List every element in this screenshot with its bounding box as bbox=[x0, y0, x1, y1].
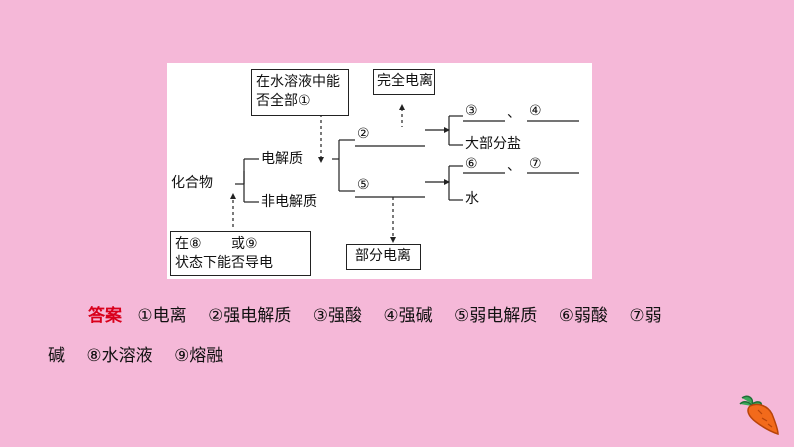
bottom-box-blank8: 在⑧ bbox=[175, 236, 202, 252]
bottom-box-line2: 状态下能否导电 bbox=[175, 255, 273, 271]
ionization-question-box bbox=[251, 69, 349, 116]
answer-item-4: ④强碱 bbox=[383, 306, 433, 326]
carrot-icon bbox=[734, 392, 782, 442]
complete-ionization-label: 完全电离 bbox=[377, 73, 433, 89]
answer-item-9: ⑨熔融 bbox=[174, 346, 224, 366]
electrolyte-label: 电解质 bbox=[261, 151, 303, 167]
answer-item-5: ⑤弱电解质 bbox=[454, 306, 538, 326]
partial-ionization-label: 部分电离 bbox=[355, 248, 411, 264]
complete-ionization-box bbox=[373, 69, 435, 95]
answer-item-7: ⑦弱 bbox=[629, 306, 662, 326]
top-box-line1: 在水溶液中能 bbox=[256, 74, 340, 90]
answer-label: 答案 bbox=[88, 306, 122, 326]
bottom-box-blank9: 或⑨ bbox=[231, 236, 258, 252]
blank-7: ⑦ bbox=[529, 156, 542, 172]
blank-6: ⑥ bbox=[465, 156, 478, 172]
most-salts-label: 大部分盐 bbox=[465, 136, 521, 152]
separator-a: 、 bbox=[507, 105, 521, 121]
blank-3: ③ bbox=[465, 103, 478, 119]
answer-item-2: ②强电解质 bbox=[208, 306, 292, 326]
answer-item-6: ⑥弱酸 bbox=[558, 306, 608, 326]
answer-item-8: ⑧水溶液 bbox=[86, 346, 153, 366]
separator-b: 、 bbox=[507, 158, 521, 174]
non-electrolyte-label: 非电解质 bbox=[261, 194, 317, 210]
blank-2: ② bbox=[357, 126, 370, 142]
blank-5: ⑤ bbox=[357, 177, 370, 193]
conductivity-question-box bbox=[170, 231, 311, 276]
partial-ionization-box bbox=[346, 244, 421, 270]
blank-4: ④ bbox=[529, 103, 542, 119]
diagram-lines bbox=[203, 104, 579, 254]
top-box-line2: 否全部① bbox=[256, 93, 311, 109]
answer-item-3: ③强酸 bbox=[312, 306, 362, 326]
answer-item-1: ①电离 bbox=[137, 306, 187, 326]
answer-block: 答案 ①电离 ②强电解质 ③强酸 ④强碱 ⑤弱电解质 ⑥弱酸 ⑦弱 碱 ⑧水溶液… bbox=[48, 296, 768, 376]
compound-label: 化合物 bbox=[171, 175, 213, 191]
diagram-panel: 化合物 电解质 非电解质 在水溶液中能 否全部① 完全电离 部分电离 在⑧ 或⑨… bbox=[167, 63, 592, 279]
water-label: 水 bbox=[465, 191, 479, 207]
answer-item-7-cont: 碱 bbox=[48, 346, 65, 366]
